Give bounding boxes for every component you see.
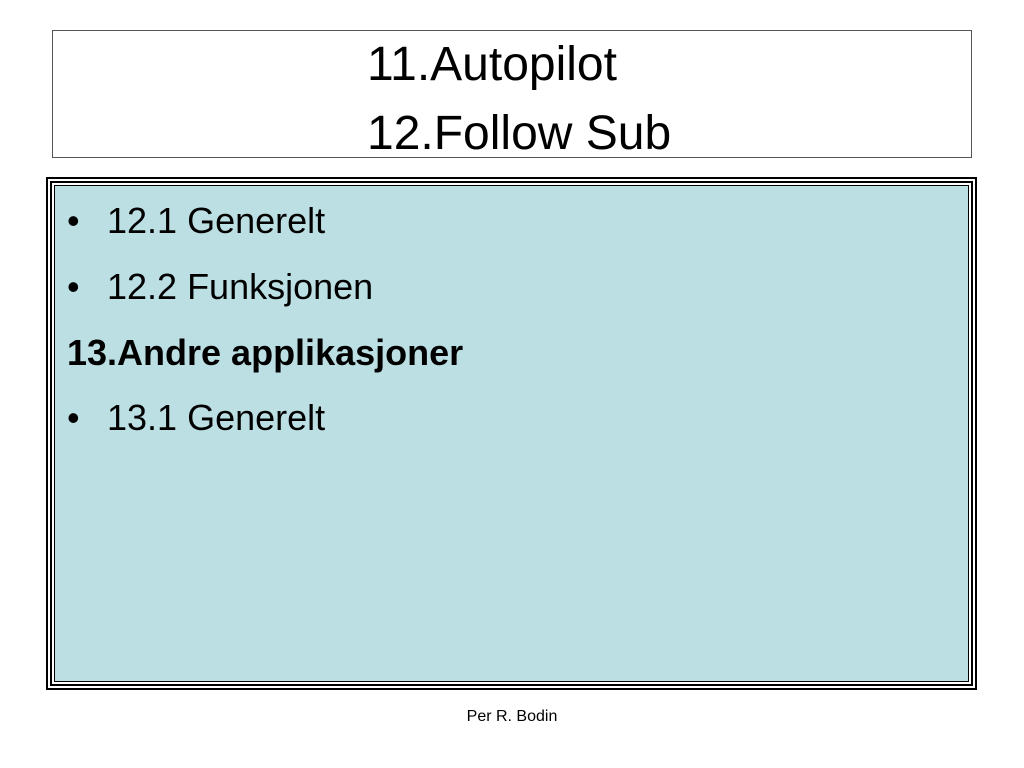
bullet-dot-icon: • (67, 200, 80, 241)
section-heading: 13.Andre applikasjoner (67, 335, 463, 371)
bullet-item-text: 12.1 Generelt (107, 200, 326, 241)
bullet-item-text: 12.2 Funksjonen (107, 266, 374, 307)
slide-title-line-2: 12.Follow Sub (367, 107, 672, 160)
slide-content-frame-inner: • 12.1 Generelt • 12.2 Funksjonen 13.Andre… (50, 181, 973, 686)
slide-content-body: • 12.1 Generelt • 12.2 Funksjonen 13.Andre… (54, 185, 969, 682)
bullet-item-text: 13.1 Generelt (107, 397, 326, 438)
slide-title-line-1: 11.Autopilot (367, 38, 617, 91)
slide-content-frame: • 12.1 Generelt • 12.2 Funksjonen 13.Andre… (46, 177, 977, 690)
bullet-item: • 12.2 Funksjonen (67, 269, 373, 305)
bullet-dot-icon: • (67, 266, 80, 307)
section-heading-text: 13.Andre applikasjoner (67, 332, 464, 373)
slide-footer-author: Per R. Bodin (466, 708, 558, 725)
bullet-item: • 13.1 Generelt (67, 400, 325, 436)
slide-title-box: 11.Autopilot 12.Follow Sub (52, 30, 972, 158)
bullet-item: • 12.1 Generelt (67, 203, 325, 239)
bullet-dot-icon: • (67, 397, 80, 438)
